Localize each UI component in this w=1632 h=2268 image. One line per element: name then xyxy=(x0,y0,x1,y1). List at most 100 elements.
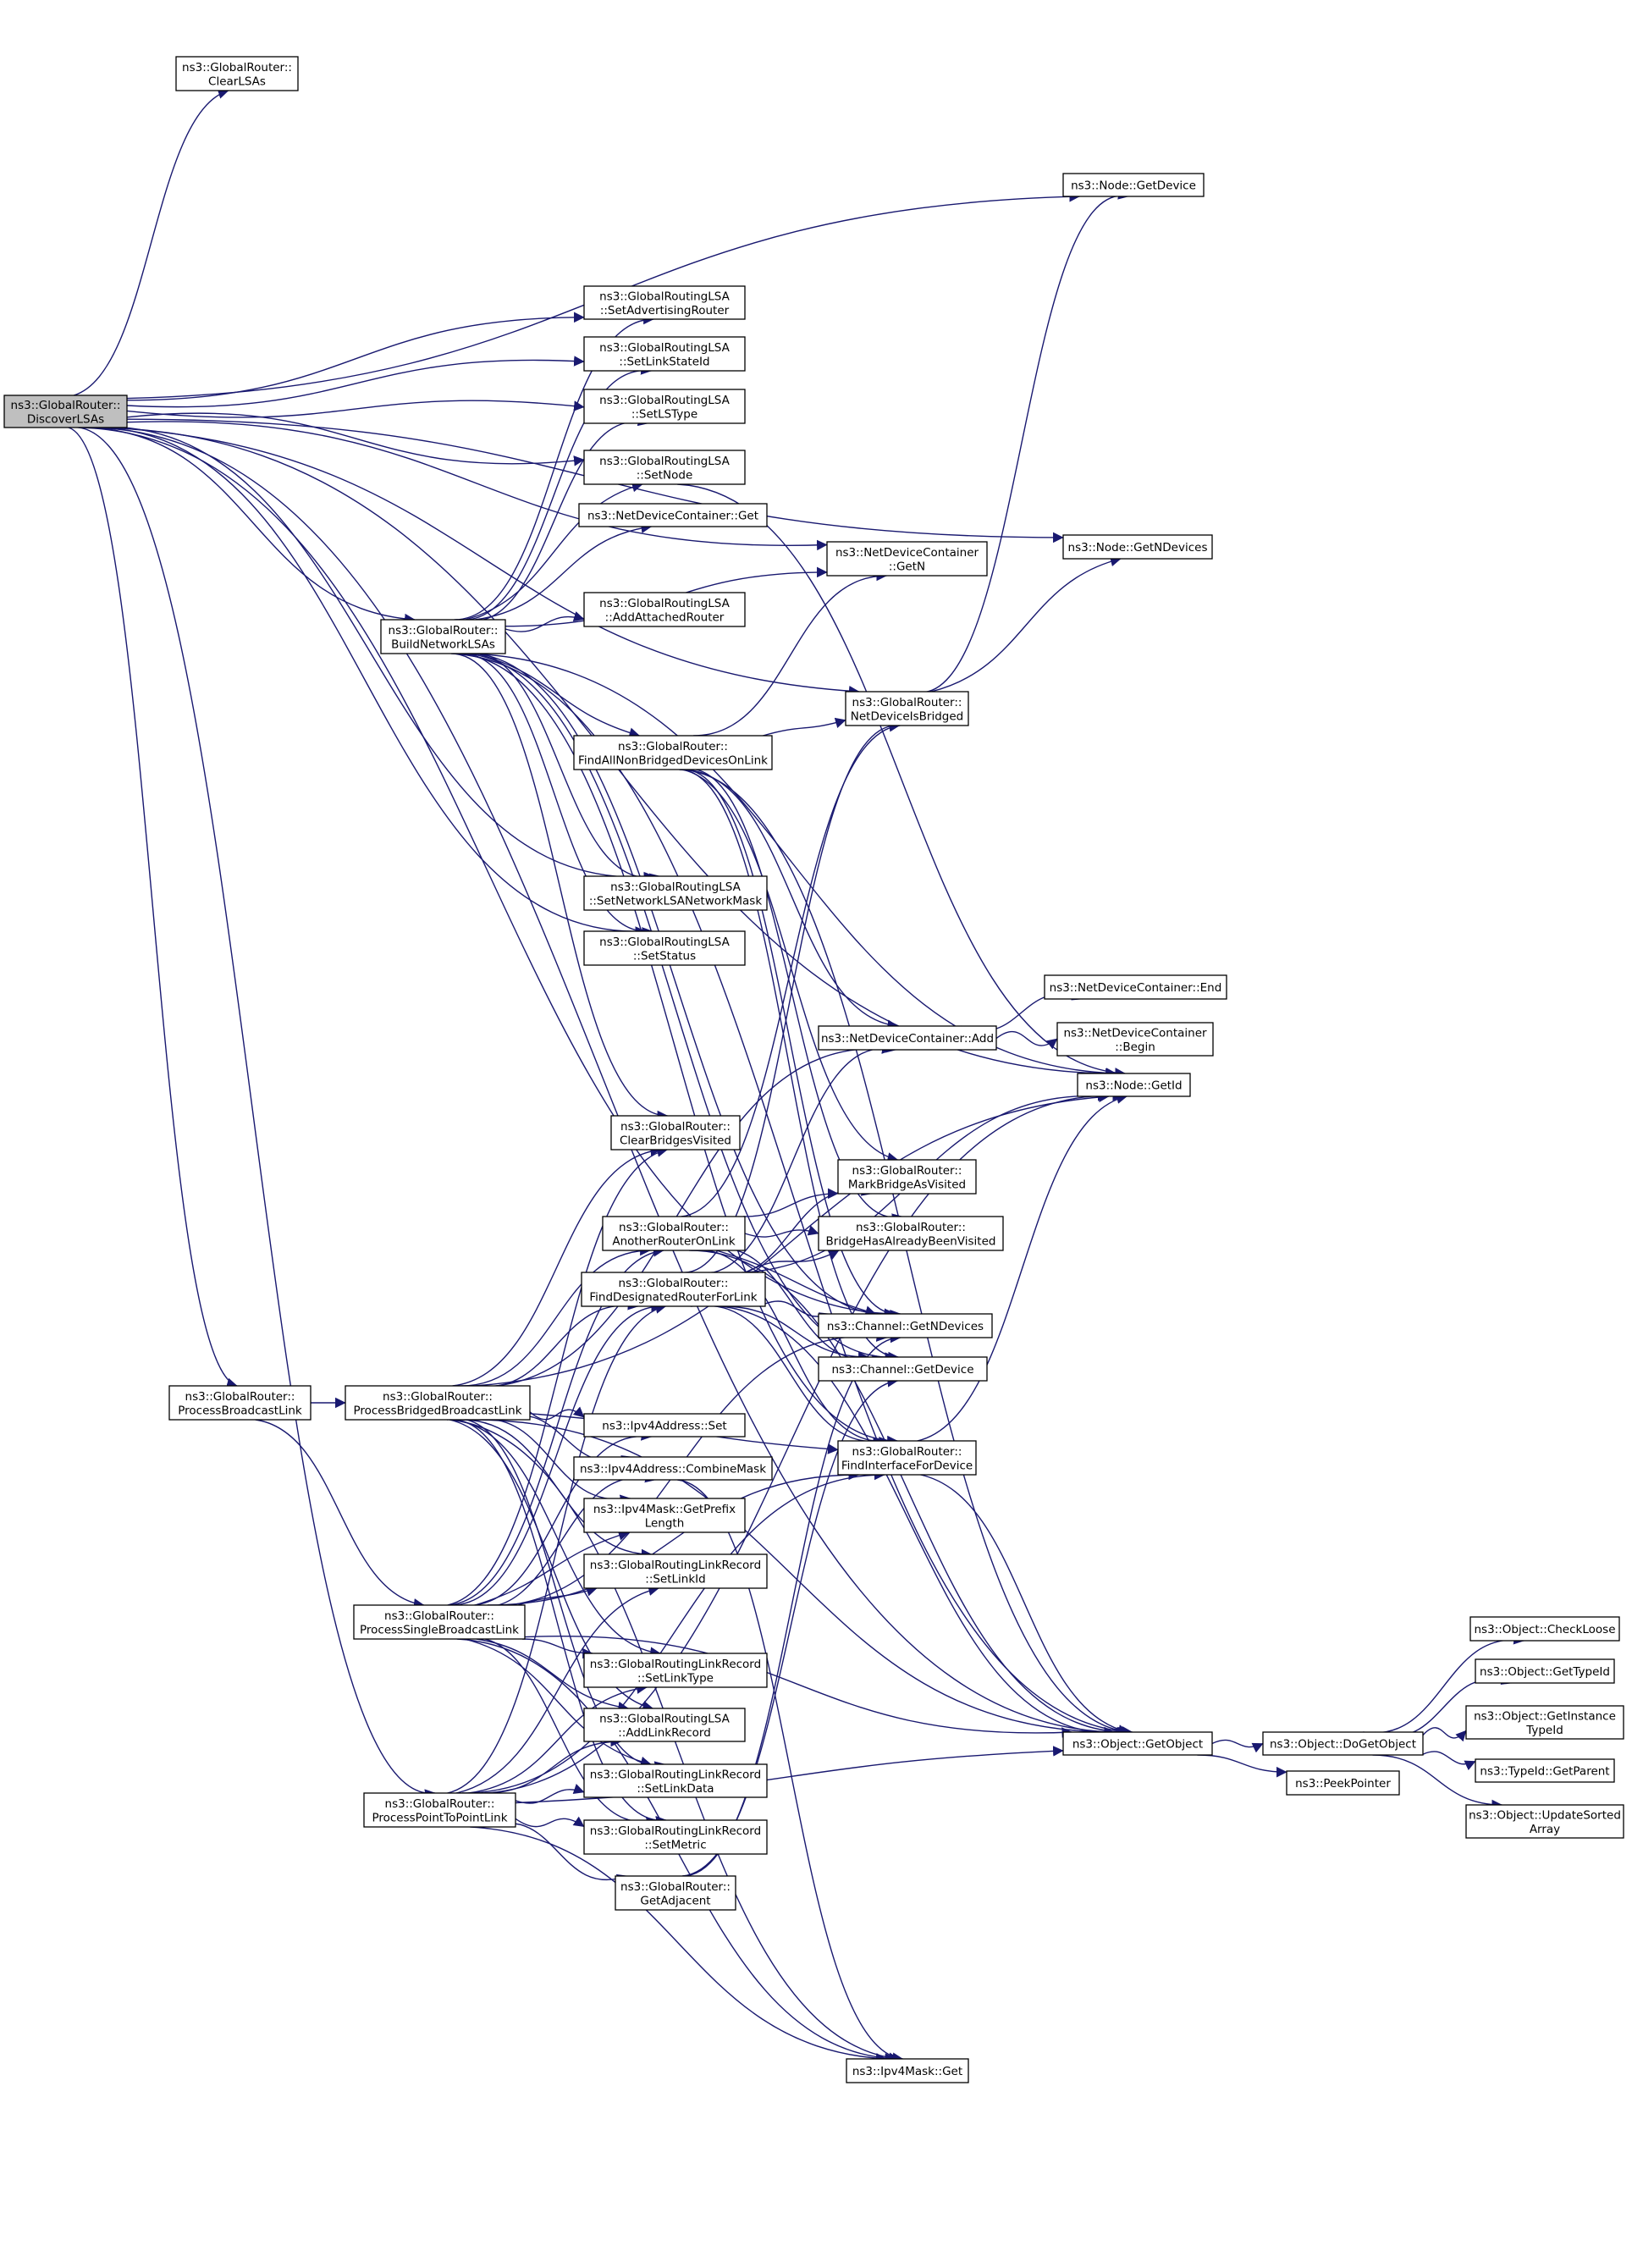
node-buildnetwork[interactable]: ns3::GlobalRouter::BuildNetworkLSAs xyxy=(380,619,506,654)
node-maskget[interactable]: ns3::Ipv4Mask::Get xyxy=(846,2058,969,2083)
node-setlinkstateid[interactable]: ns3::GlobalRoutingLSA::SetLinkStateId xyxy=(583,336,746,372)
edge-processp2p-to-setlinkid xyxy=(456,1585,659,1794)
node-setlstype[interactable]: ns3::GlobalRoutingLSA::SetLSType xyxy=(583,389,746,424)
edge-finddesignated-to-getobject xyxy=(690,1305,1127,1739)
node-getid[interactable]: ns3::Node::GetId xyxy=(1077,1073,1191,1097)
edge-processp2p-to-setmetric xyxy=(515,1816,585,1828)
node-peekpointer[interactable]: ns3::PeekPointer xyxy=(1286,1770,1400,1796)
node-label-line: ::SetNode xyxy=(637,468,693,482)
node-layer: ns3::GlobalRouter::DiscoverLSAsns3::Glob… xyxy=(3,56,1624,2083)
node-box xyxy=(583,592,746,627)
node-dogetobject[interactable]: ns3::Object::DoGetObject xyxy=(1262,1731,1424,1756)
node-setlinkdata[interactable]: ns3::GlobalRoutingLinkRecord::SetLinkDat… xyxy=(583,1763,768,1798)
node-setadvrouter[interactable]: ns3::GlobalRoutingLSA::SetAdvertisingRou… xyxy=(583,285,746,320)
edge-buildnetwork-to-ndcget xyxy=(475,522,653,621)
node-label-line: ns3::GlobalRouter:: xyxy=(383,1390,493,1404)
node-label-line: ::SetLinkId xyxy=(645,1572,705,1586)
node-label-line: ns3::GlobalRoutingLSA xyxy=(610,880,741,894)
node-label-line: ns3::NetDeviceContainer xyxy=(835,546,979,560)
node-label-line: ns3::GlobalRoutingLinkRecord xyxy=(590,1559,761,1572)
node-clearbridges[interactable]: ns3::GlobalRouter::ClearBridgesVisited xyxy=(610,1115,741,1151)
node-label-line: ns3::GlobalRouter:: xyxy=(385,1797,495,1811)
node-gettypeid[interactable]: ns3::Object::GetTypeId xyxy=(1475,1658,1615,1684)
edge-buildnetwork-to-clearbridges xyxy=(450,653,669,1122)
node-label-line: ns3::Channel::GetDevice xyxy=(831,1363,973,1377)
node-box xyxy=(583,1819,768,1855)
node-checkloose[interactable]: ns3::Object::CheckLoose xyxy=(1469,1616,1620,1642)
node-label-line: ns3::GlobalRoutingLSA xyxy=(599,394,730,407)
node-label-line: ns3::GlobalRouter:: xyxy=(11,399,121,412)
node-box xyxy=(583,450,746,485)
node-getobject[interactable]: ns3::Object::GetObject xyxy=(1062,1731,1213,1756)
edge-processbridged-to-finddesignated xyxy=(472,1300,639,1388)
node-processbridged[interactable]: ns3::GlobalRouter::ProcessBridgedBroadca… xyxy=(345,1385,531,1421)
edge-discover-to-setstatus xyxy=(83,427,647,937)
edge-findallnonbridged-to-ndcadd xyxy=(686,769,899,1030)
node-label-line: ns3::Node::GetNDevices xyxy=(1068,541,1208,555)
node-ipv4set[interactable]: ns3::Ipv4Address::Set xyxy=(583,1413,746,1438)
node-anotherrouter[interactable]: ns3::GlobalRouter::AnotherRouterOnLink xyxy=(602,1216,746,1251)
node-findinterface[interactable]: ns3::GlobalRouter::FindInterfaceForDevic… xyxy=(837,1440,977,1476)
node-label-line: ProcessBroadcastLink xyxy=(178,1404,302,1417)
node-setmetric[interactable]: ns3::GlobalRoutingLinkRecord::SetMetric xyxy=(583,1819,768,1855)
node-ndcend[interactable]: ns3::NetDeviceContainer::End xyxy=(1044,974,1227,1000)
node-getdevice[interactable]: ns3::Node::GetDevice xyxy=(1062,173,1205,197)
node-isbridged[interactable]: ns3::GlobalRouter::NetDeviceIsBridged xyxy=(845,691,969,726)
node-label-line: ::Begin xyxy=(1115,1040,1155,1054)
node-ndcadd[interactable]: ns3::NetDeviceContainer::Add xyxy=(818,1025,997,1051)
edge-processsingle-to-setmetric xyxy=(457,1636,658,1828)
edge-isbridged-to-getdevice xyxy=(913,189,1129,693)
node-setlinktype[interactable]: ns3::GlobalRoutingLinkRecord::SetLinkTyp… xyxy=(583,1653,768,1688)
node-processsingle[interactable]: ns3::GlobalRouter::ProcessSingleBroadcas… xyxy=(353,1604,526,1640)
node-label-line: ProcessBridgedBroadcastLink xyxy=(353,1404,521,1417)
node-label-line: ns3::Object::CheckLoose xyxy=(1474,1623,1615,1636)
node-addattached[interactable]: ns3::GlobalRoutingLSA::AddAttachedRouter xyxy=(583,592,746,627)
node-getndevices[interactable]: ns3::Node::GetNDevices xyxy=(1062,534,1213,560)
node-addlinkrecord[interactable]: ns3::GlobalRoutingLSA::AddLinkRecord xyxy=(583,1708,746,1742)
edge-processbridged-to-anotherrouter xyxy=(460,1244,651,1387)
node-combinemask[interactable]: ns3::Ipv4Address::CombineMask xyxy=(573,1456,773,1481)
node-box xyxy=(578,503,768,527)
edge-discover-to-setlinkstateid xyxy=(126,356,585,408)
edge-finddesignated-to-findinterface xyxy=(697,1305,885,1448)
node-ndcget[interactable]: ns3::NetDeviceContainer::Get xyxy=(578,503,768,527)
node-chgetndevices[interactable]: ns3::Channel::GetNDevices xyxy=(818,1313,993,1338)
node-setstatus[interactable]: ns3::GlobalRoutingLSA::SetStatus xyxy=(583,930,746,966)
node-ndcgetn[interactable]: ns3::NetDeviceContainer::GetN xyxy=(826,541,988,577)
edge-anotherrouter-to-bridgevisited xyxy=(744,1225,819,1238)
node-label-line: ns3::Ipv4Mask::Get xyxy=(852,2065,962,2078)
node-box xyxy=(1077,1073,1191,1097)
node-getadjacent[interactable]: ns3::GlobalRouter::GetAdjacent xyxy=(615,1875,736,1911)
node-label-line: ns3::Object::GetTypeId xyxy=(1480,1665,1610,1679)
node-discover[interactable]: ns3::GlobalRouter::DiscoverLSAs xyxy=(3,395,128,428)
node-label-line: ns3::GlobalRouter:: xyxy=(856,1221,966,1234)
node-processbroadcast[interactable]: ns3::GlobalRouter::ProcessBroadcastLink xyxy=(168,1385,312,1421)
node-box xyxy=(583,875,768,911)
node-box xyxy=(583,1498,746,1533)
node-markbridge[interactable]: ns3::GlobalRouter::MarkBridgeAsVisited xyxy=(837,1159,977,1195)
edge-discover-to-processbroadcast xyxy=(68,427,238,1388)
edge-anotherrouter-to-getobject xyxy=(689,1250,1128,1738)
node-clearlsas[interactable]: ns3::GlobalRouter::ClearLSAs xyxy=(175,56,299,91)
edge-isbridged-to-getndevices xyxy=(930,555,1122,693)
edge-ndcadd-to-ndcbegin xyxy=(995,1030,1058,1050)
node-findallnonbridged[interactable]: ns3::GlobalRouter::FindAllNonBridgedDevi… xyxy=(573,735,773,770)
node-setnode[interactable]: ns3::GlobalRoutingLSA::SetNode xyxy=(583,450,746,485)
node-getparent[interactable]: ns3::TypeId::GetParent xyxy=(1475,1758,1615,1783)
node-box xyxy=(818,1025,997,1051)
node-label-line: ProcessSingleBroadcastLink xyxy=(360,1623,519,1636)
node-finddesignated[interactable]: ns3::GlobalRouter::FindDesignatedRouterF… xyxy=(581,1272,766,1307)
node-bridgevisited[interactable]: ns3::GlobalRouter::BridgeHasAlreadyBeenV… xyxy=(818,1216,1004,1251)
node-processp2p[interactable]: ns3::GlobalRouter::ProcessPointToPointLi… xyxy=(363,1792,516,1828)
node-ndcbegin[interactable]: ns3::NetDeviceContainer::Begin xyxy=(1056,1022,1214,1057)
edge-finddesignated-to-chgetdevice xyxy=(722,1305,869,1363)
node-label-line: ns3::GlobalRouter:: xyxy=(620,1880,731,1894)
node-setlinkid[interactable]: ns3::GlobalRoutingLinkRecord::SetLinkId xyxy=(583,1553,768,1589)
node-label-line: ns3::GlobalRoutingLSA xyxy=(599,935,730,949)
node-chgetdevice[interactable]: ns3::Channel::GetDevice xyxy=(818,1356,988,1382)
node-label-line: ::SetAdvertisingRouter xyxy=(600,304,730,317)
node-setnetmask[interactable]: ns3::GlobalRoutingLSA::SetNetworkLSANetw… xyxy=(583,875,768,911)
